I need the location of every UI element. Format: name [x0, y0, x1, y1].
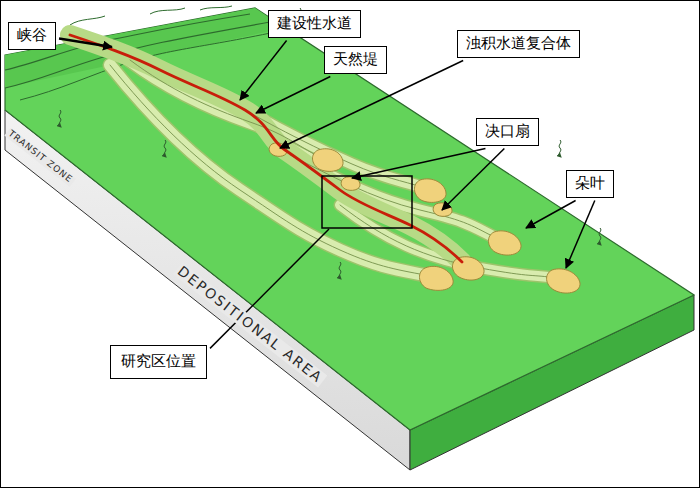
levee-belt [70, 35, 462, 262]
callout-box: 天然堤 [324, 46, 387, 74]
leader-lines [59, 39, 595, 349]
lobe [488, 231, 521, 255]
crevasse-splay [341, 177, 360, 191]
leader-line [280, 61, 463, 149]
callout-box: 浊积水道复合体 [457, 30, 580, 58]
flow-symbol [59, 110, 61, 126]
leader-line [352, 149, 485, 179]
callout-box: 峡谷 [8, 22, 56, 50]
leader-line [442, 149, 504, 211]
leader-line [526, 201, 576, 229]
lobe [452, 257, 484, 280]
lobe [414, 179, 446, 203]
flow-symbol [339, 262, 341, 278]
abandoned-channel [110, 60, 556, 278]
callout-text: 峡谷 [17, 26, 47, 44]
flow-symbol [164, 140, 166, 156]
leader-line [566, 201, 595, 269]
lobe [547, 269, 580, 293]
study-area-box [322, 176, 412, 228]
flow-symbol [599, 228, 601, 244]
active-channel [70, 35, 462, 262]
lobe [419, 266, 453, 290]
callout-text: 朵叶 [575, 174, 605, 192]
callout-text: 研究区位置 [121, 352, 196, 370]
callout-text: 决口扇 [485, 122, 530, 140]
channel-belts [70, 35, 556, 278]
flow-symbol [559, 140, 561, 156]
callout-box: 研究区位置 [110, 345, 207, 379]
callout-text: 浊积水道复合体 [466, 34, 571, 52]
callout-text: 天然堤 [333, 50, 378, 68]
leader-line [240, 41, 287, 101]
belt-edge [110, 65, 430, 276]
callout-text: 建设性水道 [277, 14, 352, 32]
leader-line [256, 77, 330, 114]
lobes [269, 143, 580, 293]
flow-symbols [59, 8, 601, 278]
lobe [312, 149, 343, 172]
callout-box: 建设性水道 [268, 10, 361, 38]
face-label: TRANSIT ZONE [4, 128, 75, 187]
callout-box: 决口扇 [476, 118, 539, 146]
channel-belt [110, 65, 430, 276]
leader-line [59, 39, 112, 48]
basin-floor [5, 8, 694, 430]
callout-box: 朵叶 [566, 170, 614, 198]
hill-line [70, 6, 232, 25]
